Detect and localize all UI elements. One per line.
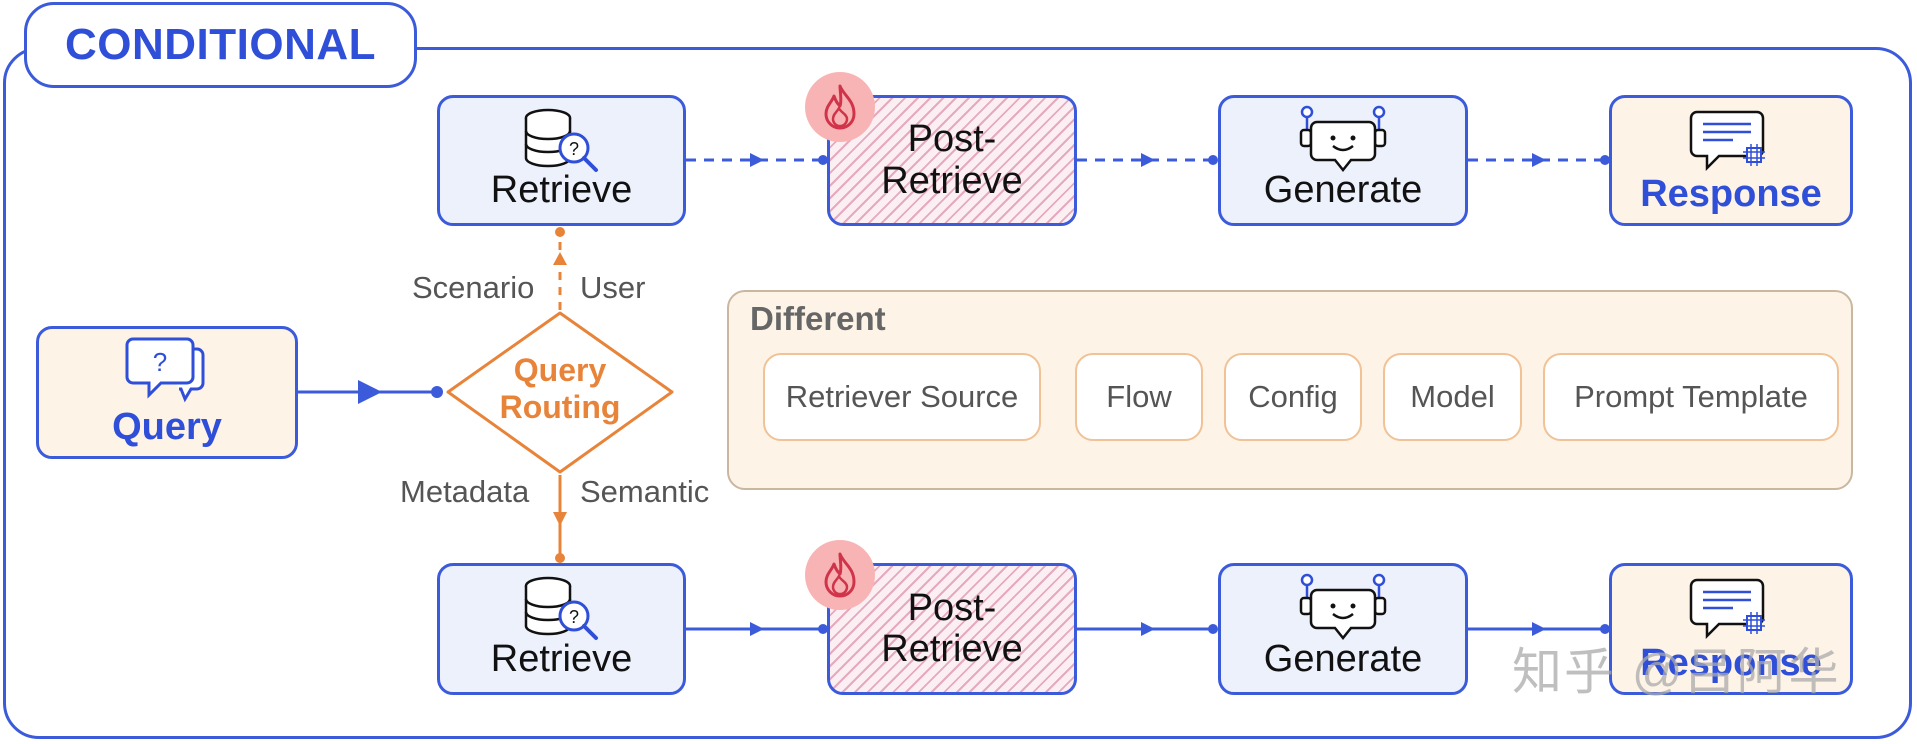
bottom-generate-label: Generate (1263, 637, 1423, 680)
bottom-response-node: Response (1609, 563, 1853, 695)
top-post-line1: Post- (907, 118, 997, 161)
query-to-routing-connector (297, 380, 443, 404)
bottom-retrieve-label: Retrieve (490, 637, 633, 680)
top-response-label: Response (1640, 172, 1822, 215)
watermark: 知乎 @吕阿华 (1512, 644, 1841, 700)
bottom-response-label: Response (1640, 641, 1822, 684)
bottom-generate-node: Generate (1218, 563, 1468, 695)
database-search-icon: ? (522, 574, 602, 649)
query-routing-line2: Routing (499, 388, 621, 425)
fire-icon (805, 540, 875, 610)
edge-label-user: User (580, 270, 646, 305)
svg-text:?: ? (568, 607, 578, 627)
different-item-config: Config (1224, 353, 1362, 441)
different-item-retriever-source: Retriever Source (763, 353, 1041, 441)
robot-chat-icon (1297, 572, 1389, 651)
query-routing-label: Query Routing (440, 352, 680, 426)
bottom-post-line2: Retrieve (881, 628, 1023, 670)
response-doc-icon (1689, 108, 1773, 179)
title-tab: CONDITIONAL (24, 2, 417, 88)
top-post-retrieve-label: Post- Retrieve (881, 119, 1023, 201)
top-retrieve-node: ? Retrieve (437, 95, 686, 226)
edge-label-semantic: Semantic (580, 474, 710, 509)
bottom-post-line1: Post- (907, 586, 997, 629)
different-item-prompt-template: Prompt Template (1543, 353, 1839, 441)
different-title: Different (750, 300, 886, 337)
fire-icon (805, 72, 875, 142)
response-doc-icon (1689, 576, 1773, 647)
query-routing-node (446, 311, 674, 474)
routing-down-connector (553, 475, 567, 563)
different-item-model: Model (1383, 353, 1522, 441)
conditional-frame (3, 47, 1912, 739)
edge-label-scenario: Scenario (412, 270, 535, 305)
page-title: CONDITIONAL (64, 20, 377, 69)
bottom-row-arrowheads (750, 622, 1610, 636)
different-item-flow: Flow (1075, 353, 1203, 441)
routing-up-connector (553, 227, 567, 310)
top-post-line2: Retrieve (881, 159, 1023, 202)
svg-text:?: ? (153, 347, 167, 377)
edge-label-metadata: Metadata (400, 474, 530, 509)
bottom-retrieve-node: ? Retrieve (437, 563, 686, 695)
query-routing-line1: Query (513, 352, 607, 388)
chat-question-icon: ? (125, 335, 209, 416)
top-retrieve-label: Retrieve (490, 168, 633, 211)
top-response-node: Response (1609, 95, 1853, 226)
query-label: Query (112, 405, 222, 448)
robot-chat-icon (1297, 104, 1389, 183)
bottom-post-retrieve-node: Post- Retrieve (827, 563, 1077, 695)
bottom-post-retrieve-label: Post- Retrieve (881, 586, 1023, 670)
svg-text:?: ? (568, 139, 578, 159)
query-node: ? Query (36, 326, 298, 459)
database-search-icon: ? (522, 106, 602, 181)
top-row-arrowheads (750, 153, 1610, 167)
top-generate-label: Generate (1263, 168, 1423, 211)
top-generate-node: Generate (1218, 95, 1468, 226)
